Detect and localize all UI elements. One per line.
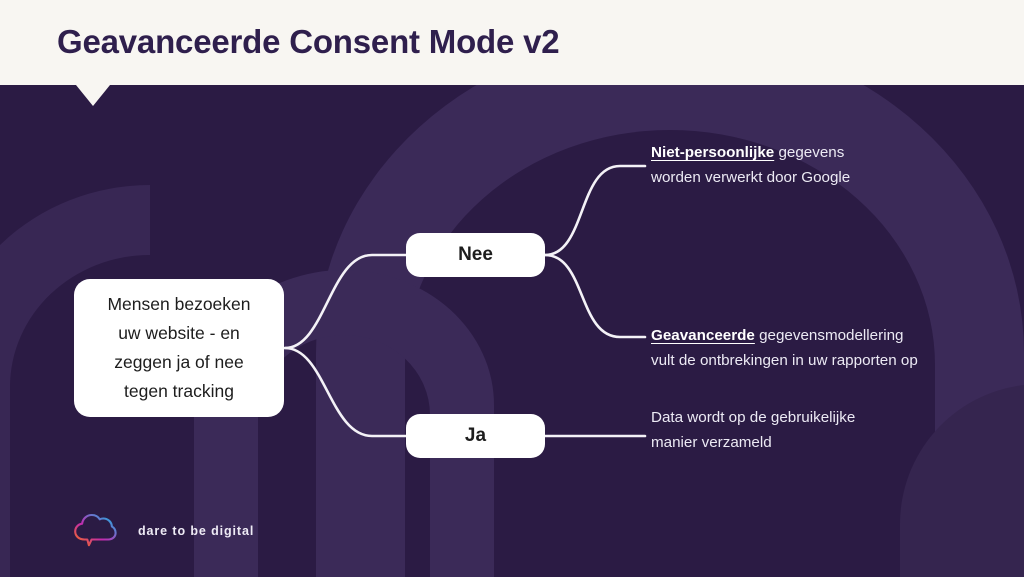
brand-wordmark: dare to be digital [138,524,255,538]
outcome-text-2-emphasis: Geavanceerde [651,327,755,344]
outcome-text-3-line-2: manier verzameld [651,434,772,451]
brand-logo: dare to be digital [72,511,254,551]
node-branch-nee[interactable]: Nee [406,233,545,277]
decor-sweep-right [899,385,1024,577]
node-branch-ja[interactable]: Ja [406,414,545,458]
node-root-line-2: uw website - en [118,323,240,343]
node-root-line-4: tegen tracking [124,381,234,401]
header-notch-triangle [76,85,110,106]
node-root[interactable]: Mensen bezoeken uw website - en zeggen j… [74,279,284,417]
outcome-text-2-line-1: Geavanceerde gegevensmodellering [651,323,981,348]
outcome-text-3-rest: Data wordt op de gebruikelijke [651,409,856,426]
outcome-text-1-line-2: worden verwerkt door Google [651,169,851,186]
cloud-speech-bubble-icon [74,513,117,547]
outcome-text-2: Geavanceerde gegevensmodellering vult de… [651,323,981,373]
outcome-text-1-line-1: Niet-persoonlijke gegevens [651,140,981,165]
decor-sweep-left [0,185,150,577]
outcome-text-1: Niet-persoonlijke gegevens worden verwer… [651,140,981,190]
header-bar: Geavanceerde Consent Mode v2 [0,0,1024,85]
outcome-text-1-rest: gegevens [774,144,845,161]
outcome-text-1-emphasis: Niet-persoonlijke [651,144,775,161]
outcome-text-3: Data wordt op de gebruikelijke manier ve… [651,405,981,455]
page-title: Geavanceerde Consent Mode v2 [57,23,560,60]
outcome-text-2-line-2: vult de ontbrekingen in uw rapporten op [651,352,918,369]
outcome-text-3-line-1: Data wordt op de gebruikelijke [651,405,981,430]
node-root-line-3: zeggen ja of nee [114,352,244,372]
node-branch-nee-label: Nee [458,244,493,265]
node-root-text: Mensen bezoeken uw website - en zeggen j… [107,290,250,406]
node-branch-ja-label: Ja [464,425,487,446]
node-root-line-1: Mensen bezoeken [107,294,251,314]
outcome-text-2-rest: gegevensmodellering [754,327,904,344]
